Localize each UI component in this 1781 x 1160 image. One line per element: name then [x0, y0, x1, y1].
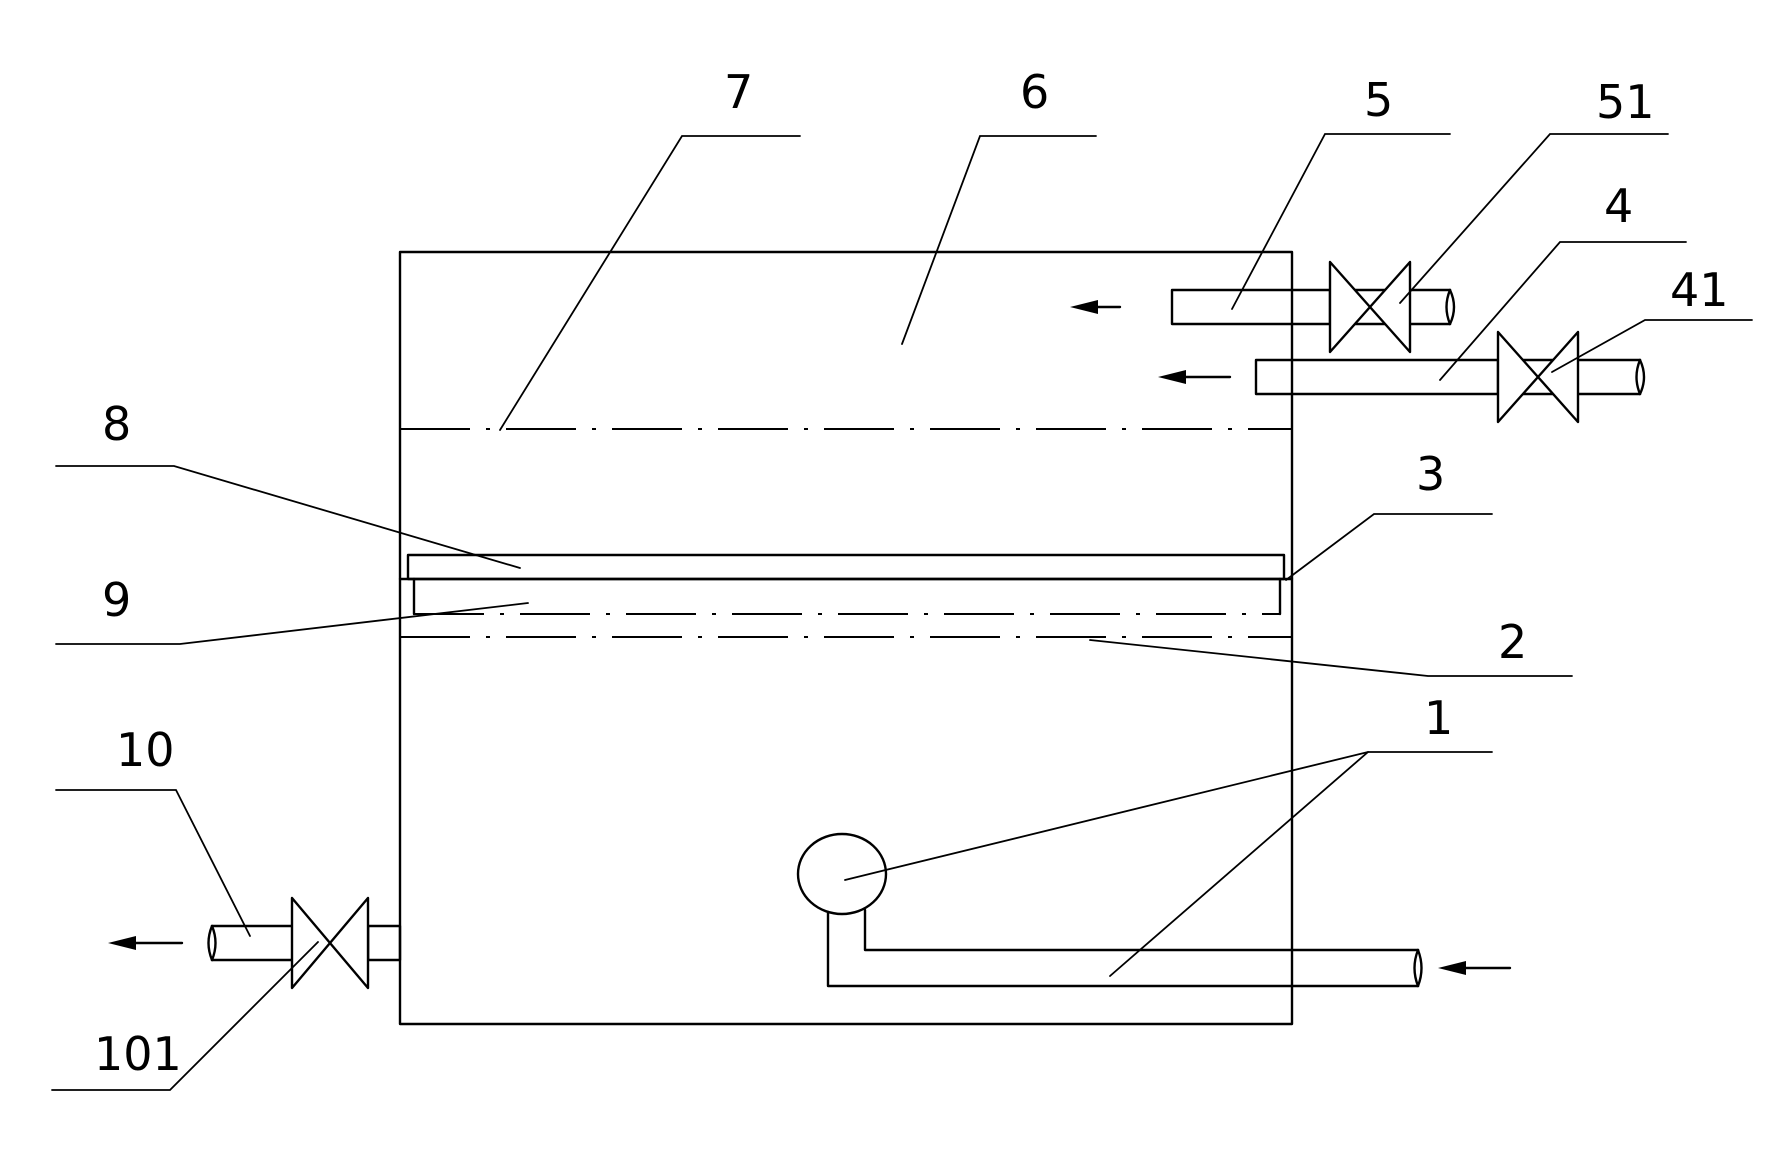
label-3: 3 — [1416, 447, 1445, 501]
valve-51[interactable] — [1328, 260, 1412, 354]
label-51: 51 — [1596, 75, 1655, 129]
label-41: 41 — [1670, 263, 1729, 317]
flow-arrow-outlet-4 — [1158, 370, 1232, 384]
outlet-pipe-4 — [1254, 358, 1646, 396]
label-8: 8 — [102, 397, 131, 451]
outlet-pipe-5 — [1170, 288, 1456, 326]
label-9: 9 — [102, 573, 131, 627]
label-7: 7 — [724, 65, 753, 119]
flow-arrow-outlet-5 — [1070, 300, 1122, 314]
label-2: 2 — [1498, 615, 1527, 669]
valve-101[interactable] — [290, 896, 370, 990]
label-5: 5 — [1364, 73, 1393, 127]
flow-arrow-inlet-1 — [1438, 961, 1512, 975]
plate-8 — [406, 553, 1286, 581]
leader-lines — [51, 133, 1753, 1091]
label-101: 101 — [94, 1027, 182, 1081]
label-10: 10 — [116, 723, 175, 777]
inlet-device-1 — [796, 832, 1423, 988]
valve-41[interactable] — [1496, 330, 1580, 424]
label-1: 1 — [1424, 691, 1453, 745]
label-6: 6 — [1020, 65, 1049, 119]
flow-arrow-drain-10 — [108, 936, 184, 950]
label-4: 4 — [1604, 179, 1633, 233]
